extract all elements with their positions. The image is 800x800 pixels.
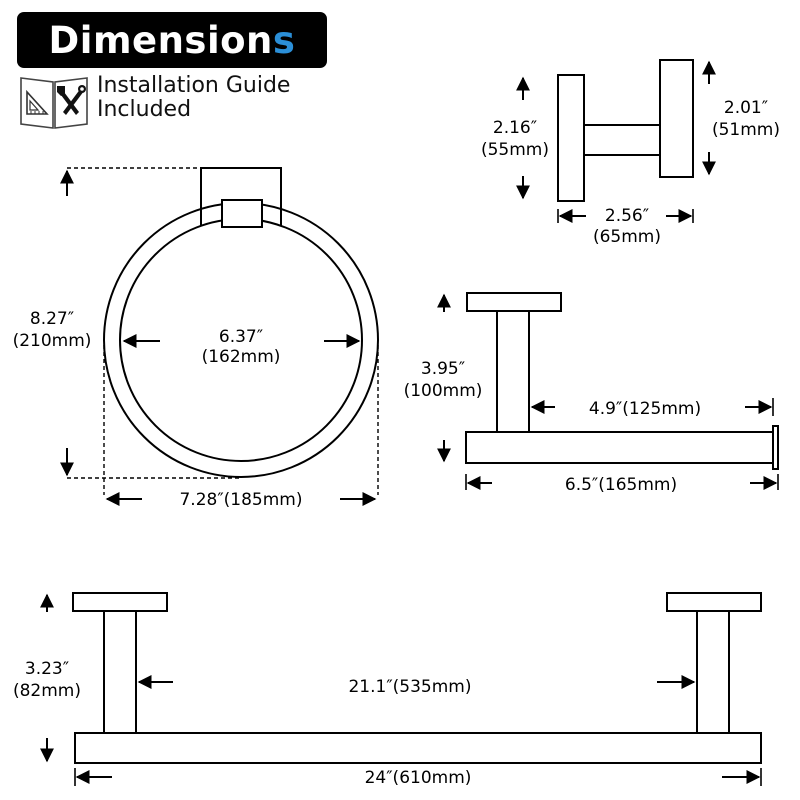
- bar-height-mm-label: (82mm): [13, 681, 81, 701]
- ring-inner-inch-label: 6.37″: [219, 327, 263, 347]
- holder-arm: [465, 431, 774, 464]
- hook-left-height-inch-label: 2.16″: [493, 118, 537, 138]
- bar-inner-label: 21.1″(535mm): [348, 677, 471, 697]
- hook-depth-inch-label: 2.56″: [605, 206, 649, 226]
- bar-right-post: [696, 610, 730, 734]
- hook-base-plate: [557, 74, 585, 202]
- title-main-text: Dimension: [48, 18, 273, 62]
- title-accent-letter: s: [272, 18, 296, 62]
- towel-bar-drawing: 3.23″ (82mm) 21.1″(535mm) 24″(610mm): [13, 592, 762, 788]
- hook-arm: [583, 124, 661, 156]
- ring-clamp: [221, 199, 263, 228]
- bar-left-base-plate: [72, 592, 168, 612]
- ring-outer-label: 7.28″(185mm): [179, 490, 302, 510]
- towel-ring-drawing: 8.27″ (210mm) 6.37″ (162mm) 7.28″(185mm): [13, 167, 379, 510]
- ring-height-mm-label: (210mm): [13, 331, 92, 351]
- bar-height-inch-label: 3.23″: [25, 659, 69, 679]
- holder-usable-label: 4.9″(125mm): [589, 399, 701, 419]
- hook-right-height-inch-label: 2.01″: [724, 98, 768, 118]
- guide-line-1: Installation Guide: [97, 73, 291, 98]
- hook-end-cap: [659, 59, 694, 178]
- hook-left-height-mm-label: (55mm): [481, 140, 549, 160]
- bar-left-post: [103, 610, 137, 734]
- holder-height-inch-label: 3.95″: [421, 359, 465, 379]
- bar-total-label: 24″(610mm): [365, 768, 472, 788]
- ring-height-inch-label: 8.27″: [30, 309, 74, 329]
- paper-holder-drawing: 3.95″ (100mm) 4.9″(125mm) 6.5″(165mm): [404, 292, 779, 495]
- ruler-tools-book-icon: [20, 77, 88, 129]
- holder-height-mm-label: (100mm): [404, 381, 483, 401]
- dimensions-title-badge: Dimensions: [17, 12, 327, 68]
- holder-base-plate: [466, 292, 562, 312]
- bar-rail: [74, 732, 762, 764]
- holder-post: [496, 310, 530, 433]
- holder-end-cap: [772, 425, 779, 470]
- robe-hook-drawing: 2.16″ (55mm) 2.01″ (51mm) 2.56″ (65mm): [481, 59, 780, 247]
- ring-inner-mm-label: (162mm): [202, 347, 281, 367]
- page-title: Dimensions: [49, 19, 296, 62]
- hook-right-height-mm-label: (51mm): [712, 120, 780, 140]
- installation-guide-text: Installation Guide Included: [97, 74, 290, 122]
- holder-total-label: 6.5″(165mm): [565, 475, 677, 495]
- hook-depth-mm-label: (65mm): [593, 227, 661, 247]
- bar-right-base-plate: [666, 592, 762, 612]
- guide-line-2: Included: [97, 97, 192, 122]
